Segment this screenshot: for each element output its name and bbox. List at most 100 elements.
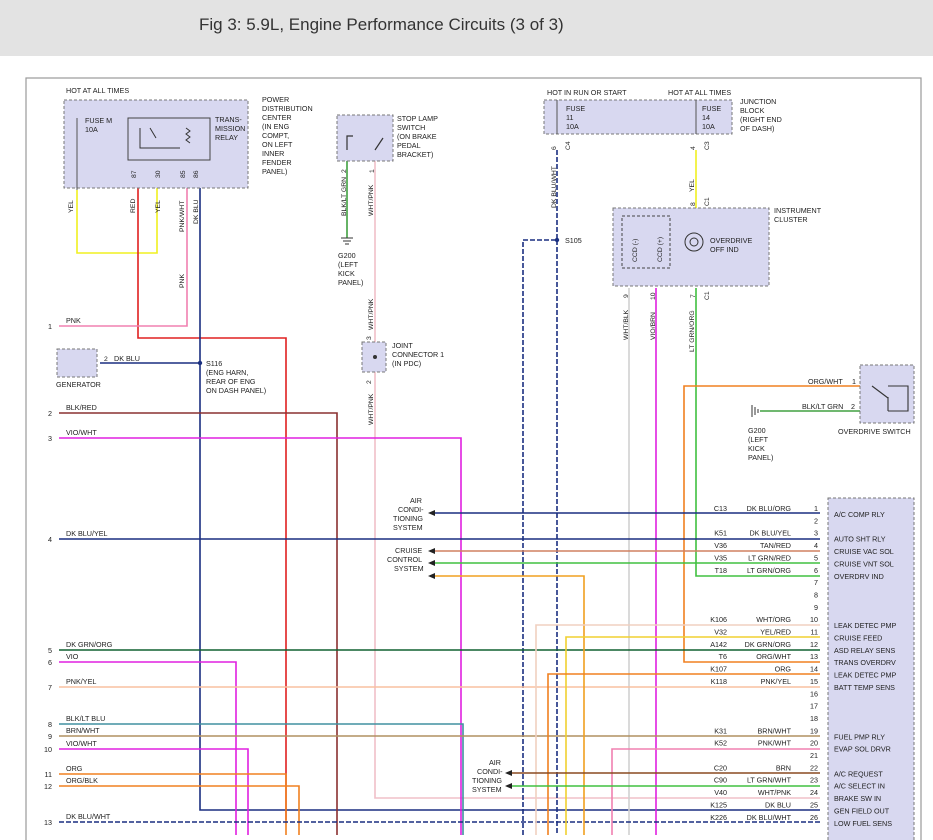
left-wire-color: PNK <box>66 316 81 325</box>
pcm-pin-row: 17 <box>810 702 818 711</box>
joint-wire-bottom: WHT/PNK <box>368 393 375 425</box>
relay-label-2: MISSION <box>215 124 245 133</box>
jb-desc-2: BLOCK <box>740 106 765 115</box>
pcm-wire-color: LT GRN/WHT <box>747 776 792 785</box>
stop-desc-1: STOP LAMP <box>397 114 438 123</box>
stop-pin-2: 2 <box>341 169 348 173</box>
figure-title: Fig 3: 5.9L, Engine Performance Circuits… <box>199 15 564 34</box>
pcm-circuit-code: V32 <box>714 628 727 637</box>
pcm-circuit-code: K118 <box>711 677 727 686</box>
pdc-wire-yel-2: YEL <box>155 200 162 213</box>
left-wire-color: DK BLU/WHT <box>66 812 111 821</box>
pcm-wire-color: BRN <box>776 763 791 772</box>
pcm-pin-function: EVAP SOL DRVR <box>834 745 891 754</box>
wire-12-org-blk <box>59 785 300 835</box>
jb-desc-1: JUNCTION <box>740 97 776 106</box>
cruise-arrow-1-icon <box>428 548 435 554</box>
pcm-wire-color: LT GRN/ORG <box>747 566 791 575</box>
od-ind-2: OFF IND <box>710 245 739 254</box>
pcm-pin-function: LEAK DETEC PMP <box>834 671 897 680</box>
ac2-arrow-2-icon <box>505 783 512 789</box>
s105-splice-dot <box>554 237 560 243</box>
figure-header: Fig 3: 5.9L, Engine Performance Circuits… <box>0 0 933 56</box>
pcm-pin-number: 12 <box>810 640 818 649</box>
cluster-wire-lt-grn-org: LT GRN/ORG <box>689 310 696 352</box>
pcm-pin-function: A/C COMP RLY <box>834 510 885 519</box>
s116-desc-2: REAR OF ENG <box>206 377 256 386</box>
ccd-neg-label: CCD (-) <box>632 239 639 262</box>
pcm-pin-function: LOW FUEL SENS <box>834 819 892 828</box>
switch-icon <box>346 135 384 151</box>
pdc-wire-red: RED <box>130 199 137 213</box>
pcm-pin-number: 1 <box>814 504 818 513</box>
pcm-circuit-code: K52 <box>714 739 727 748</box>
pcm-pin-function: CRUISE VNT SOL <box>834 559 894 568</box>
left-wire-number: 12 <box>44 782 52 791</box>
ac2-label-1: AIR <box>489 758 501 767</box>
pcm-pin-row: 2 <box>814 516 818 525</box>
left-wire-color: PNK/YEL <box>66 677 96 686</box>
pcm-wire-color: WHT/PNK <box>758 788 791 797</box>
generator: GENERATOR 2 DK BLU S116 (ENG HARN, REAR … <box>56 348 266 395</box>
pcm-pin-number: 9 <box>814 603 818 612</box>
pcm-connector-box <box>827 497 915 840</box>
pcm-wire-color: LT GRN/RED <box>748 553 791 562</box>
pcm-wire-color: TAN/RED <box>760 541 791 550</box>
transmission-relay-box <box>127 117 211 161</box>
pcm-circuit-code: K106 <box>710 615 727 624</box>
pdc-wire-pnk-wht: PNK/WHT <box>179 201 186 232</box>
instrument-cluster: INSTRUMENT CLUSTER CCD (-) CCD (+) OVERD… <box>612 197 822 352</box>
overdrive-switch: OVERDRIVE SWITCH ORG/WHT 1 BLK/LT GRN 2 … <box>748 364 915 462</box>
pcm-wire-color: DK GRN/ORG <box>745 640 792 649</box>
joint-desc-2: CONNECTOR 1 <box>392 350 444 359</box>
pcm-pin-number: 22 <box>810 763 818 772</box>
left-wire-color: ORG <box>66 764 83 773</box>
od-switch-icon <box>871 385 909 412</box>
wire-3-vio-wht <box>59 437 462 835</box>
wire-8-blk-lt-blu <box>59 723 464 835</box>
pcm-pin-function: GEN FIELD OUT <box>834 806 890 815</box>
pdc-desc-3: CENTER <box>262 113 292 122</box>
ac2-label-3: TIONING <box>472 776 502 785</box>
stop-ground-3: KICK <box>338 269 355 278</box>
wire-lt-grn-org <box>695 288 820 577</box>
ac1-arrow-icon <box>428 510 435 516</box>
pcm-circuit-code: K31 <box>714 726 727 735</box>
relay-label-1: TRANS- <box>215 115 242 124</box>
left-wire-color: ORG/BLK <box>66 776 98 785</box>
wire-11-org <box>59 773 287 835</box>
wire-dk-blu-wht-jb <box>522 150 558 835</box>
jb-fuse1-1: FUSE <box>566 104 585 113</box>
pcm-pin-number: 21 <box>810 751 818 760</box>
jb-pin-c4: C4 <box>565 141 572 150</box>
left-wire-color: BLK/RED <box>66 403 97 412</box>
pcm-pin-number: 14 <box>810 665 818 674</box>
wire-pnk-wht <box>59 180 188 327</box>
wire-pcm-10 <box>535 624 820 835</box>
cluster-wire-wht-blk: WHT/BLK <box>623 309 630 340</box>
ac2-label-4: SYSTEM <box>472 785 502 794</box>
jb-fuse1-2: 11 <box>566 113 573 122</box>
pcm-pin-number: 15 <box>810 677 818 686</box>
cluster-wire-vio-brn: VIO/BRN <box>650 312 657 340</box>
cluster-desc-2: CLUSTER <box>774 215 808 224</box>
pcm-wire-color: WHT/ORG <box>756 615 791 624</box>
od-ground-1: G200 <box>748 426 766 435</box>
pcm-circuit-code: C20 <box>714 763 727 772</box>
pdc-pin-30: 30 <box>155 170 162 178</box>
pcm-wire-color: YEL/RED <box>760 628 791 637</box>
s116-label: S116 <box>206 359 222 368</box>
pcm-pin-number: 3 <box>814 529 818 538</box>
wire-pcm-20 <box>611 748 820 835</box>
od-pin-2: 2 <box>851 402 855 411</box>
pcm-pin-number: 16 <box>810 689 818 698</box>
pcm-wire-color: DK BLU/WHT <box>747 813 792 822</box>
pcm-pin-row: 9 <box>814 603 818 612</box>
